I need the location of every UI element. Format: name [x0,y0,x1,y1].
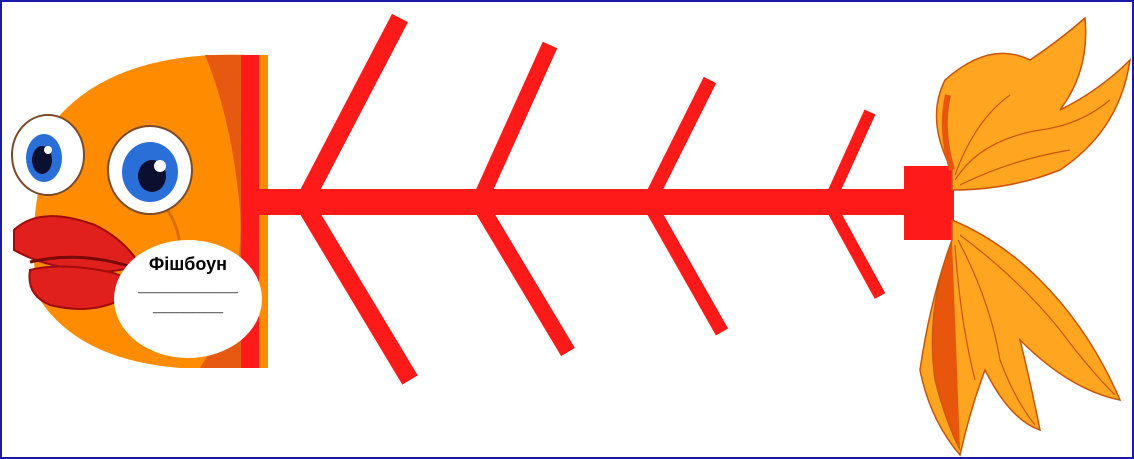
upper-bone-1 [305,18,400,200]
upper-bone-2 [480,45,550,200]
lower-bone-3 [650,205,722,332]
lower-bone-4 [830,205,880,296]
diagram-title: Фішбоун [114,254,262,275]
title-oval: Фішбоун __________ _______ [114,240,262,358]
fish-skeleton [250,18,910,380]
blank-line-1: __________ [114,275,262,295]
lower-bone-2 [480,205,568,352]
fish-eye-back [12,115,84,195]
blank-line-2: _______ [114,295,262,315]
upper-bone-3 [650,80,710,200]
upper-bone-4 [830,112,870,200]
fish-eye-front [108,126,192,214]
lower-bone-1 [305,205,410,380]
